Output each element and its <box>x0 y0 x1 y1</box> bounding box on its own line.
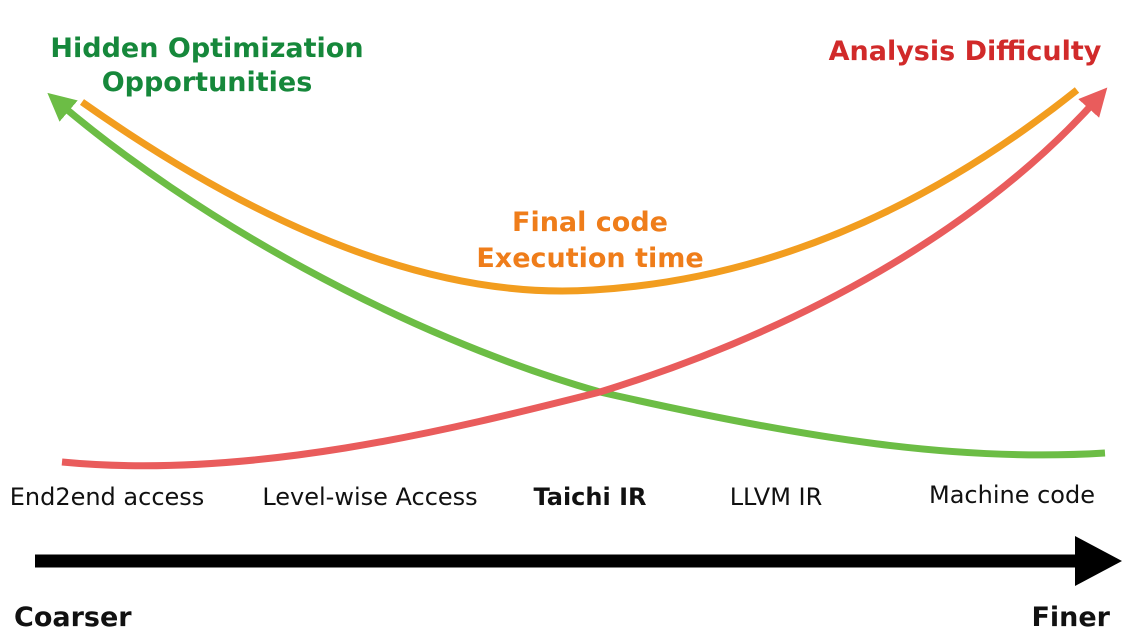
execution-time-label-line1: Final code <box>512 207 668 238</box>
analysis-difficulty-curve <box>61 87 1108 470</box>
execution-time-curve <box>79 87 1080 295</box>
analysis-difficulty-label: Analysis Difficulty <box>829 36 1102 67</box>
level-label-taichi-ir: Taichi IR <box>533 483 646 511</box>
coarser-label: Coarser <box>14 602 132 633</box>
hidden-optimization-label-line1: Hidden Optimization <box>50 33 363 64</box>
level-label-end2end: End2end access <box>10 483 205 511</box>
finer-label: Finer <box>1031 602 1110 633</box>
level-label-llvm-ir: LLVM IR <box>730 483 823 511</box>
hidden-optimization-curve <box>47 92 1106 459</box>
execution-time-label-line2: Execution time <box>476 243 703 274</box>
level-label-machine-code: Machine code <box>929 481 1095 509</box>
level-label-level-wise: Level-wise Access <box>262 483 477 511</box>
hidden-optimization-label-line2: Opportunities <box>102 67 313 98</box>
granularity-axis-arrowhead <box>1075 536 1122 586</box>
